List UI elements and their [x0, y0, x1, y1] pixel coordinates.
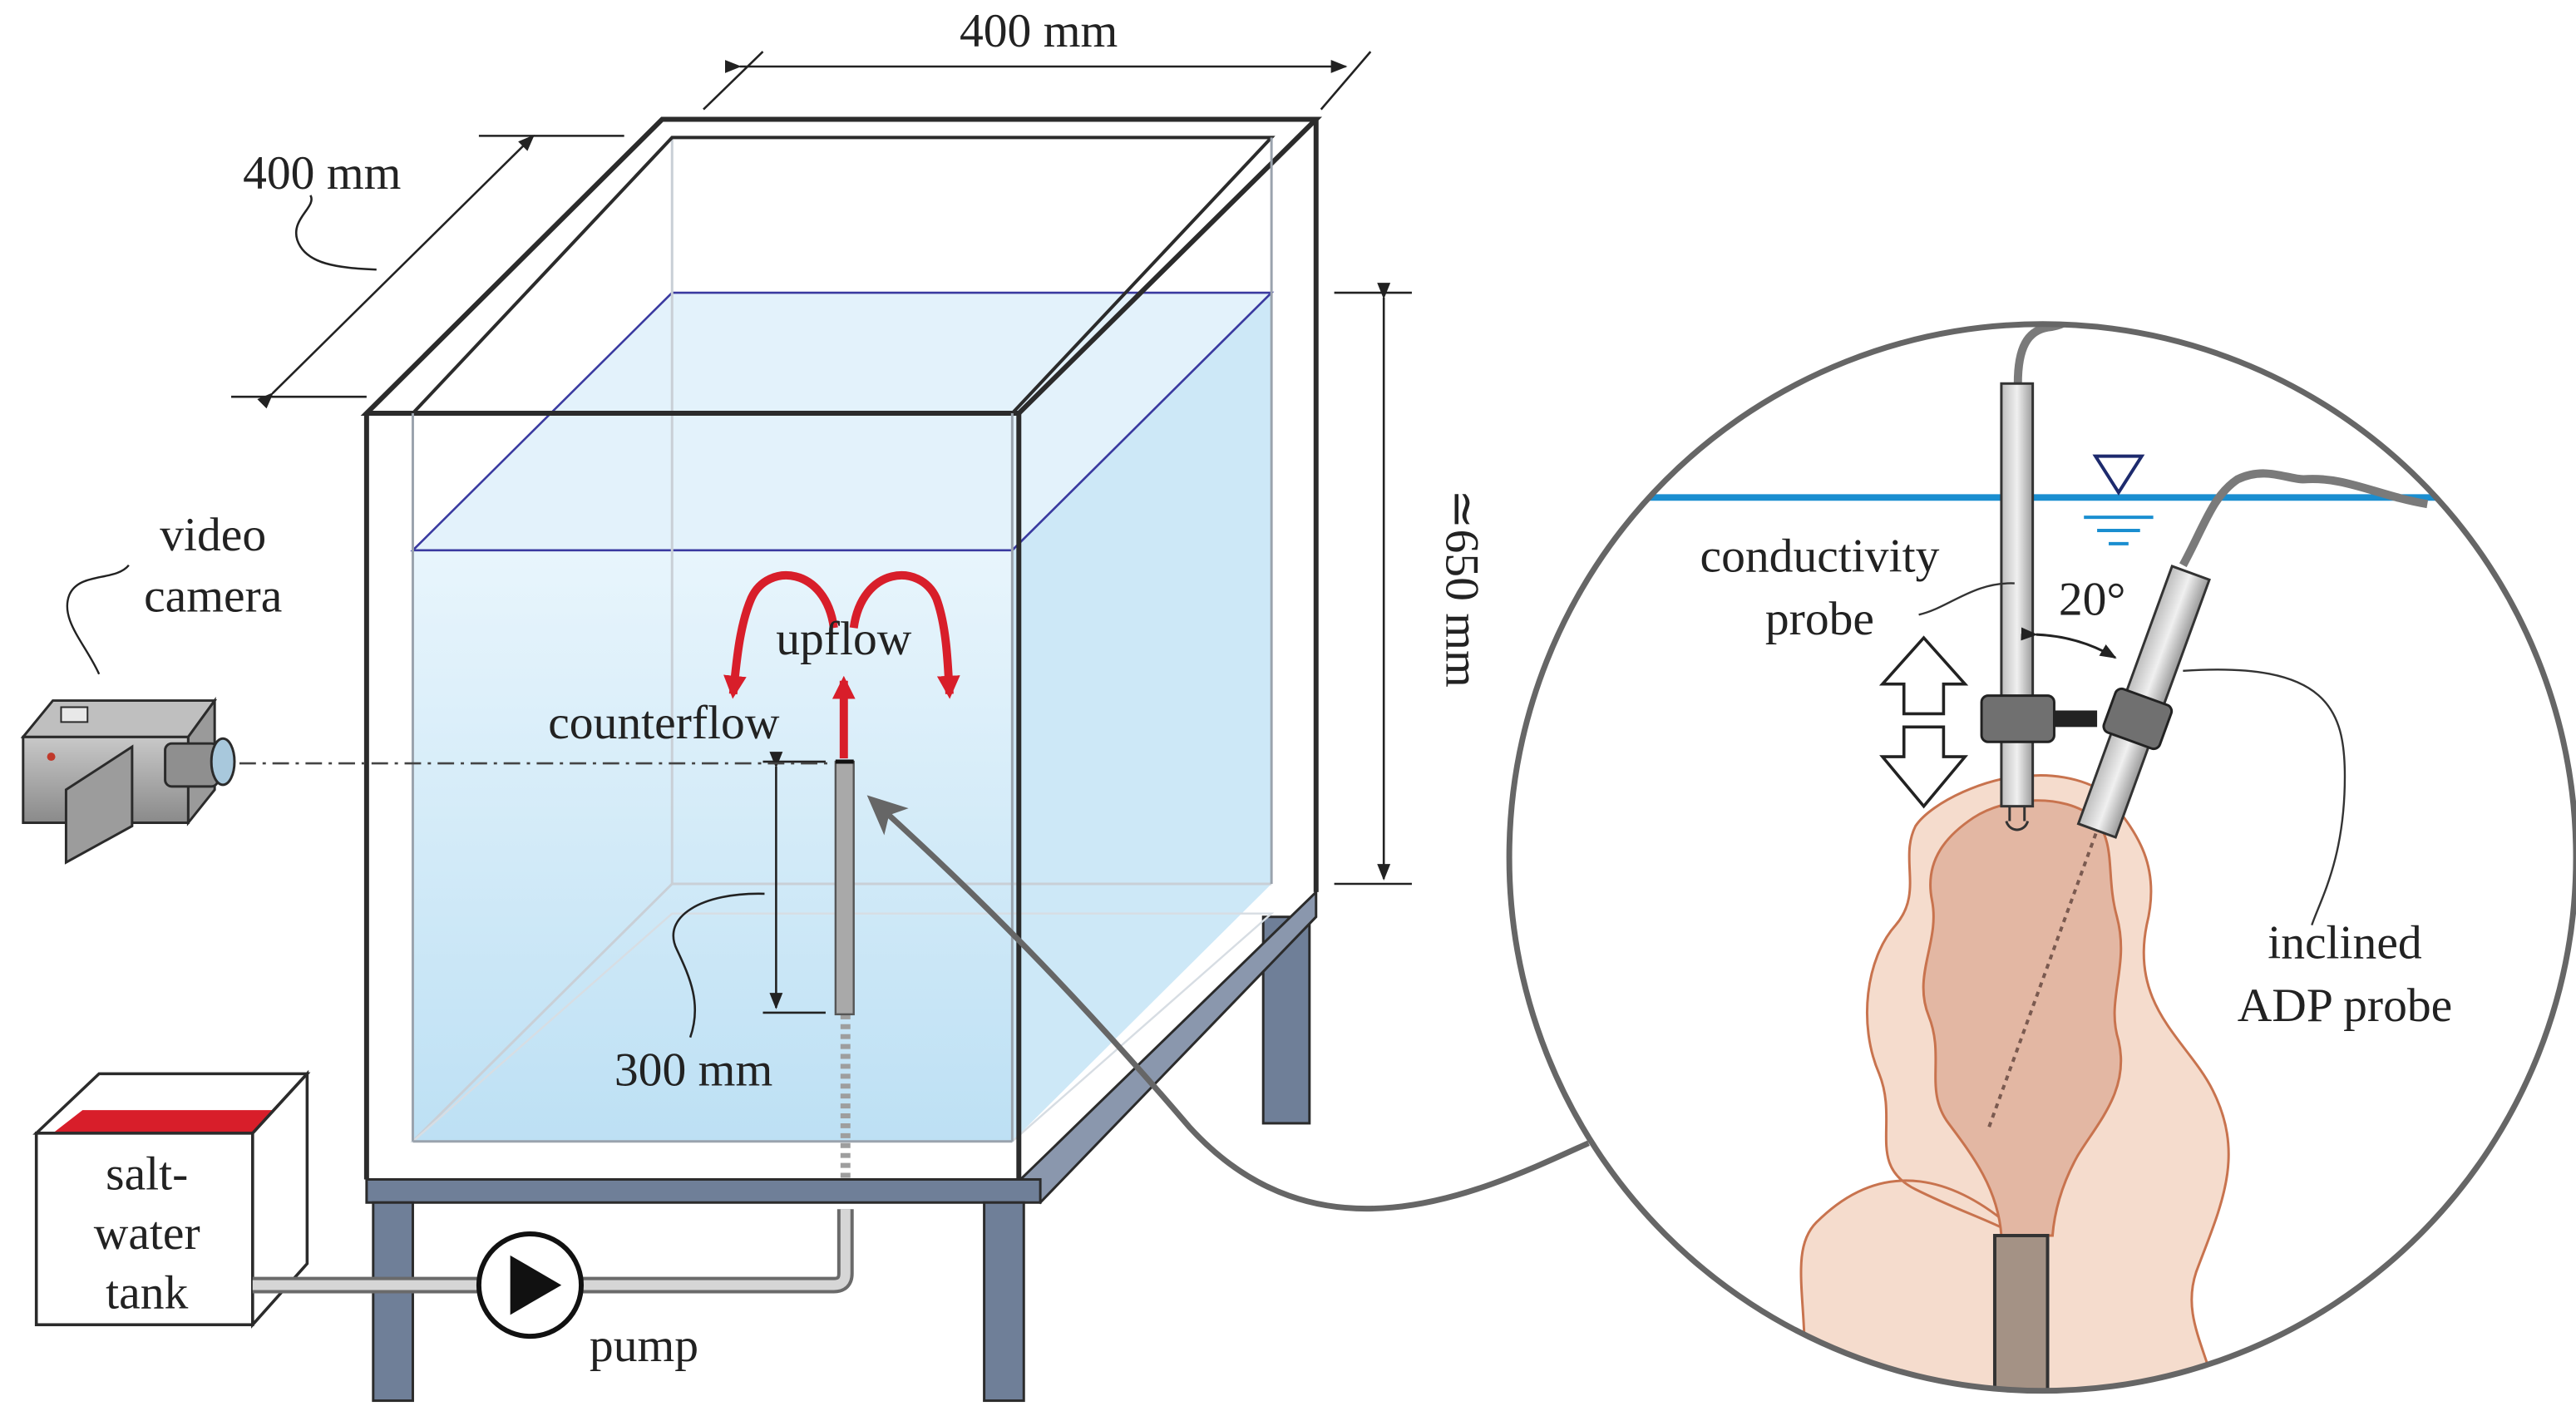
- dim-depth-arrow: [257, 134, 535, 409]
- adp-cable: [2179, 469, 2429, 568]
- water-side-face: [1012, 293, 1272, 1142]
- water-level-triangle-icon: [2084, 454, 2154, 545]
- counterflow-arrow-right: [849, 571, 960, 699]
- glass-tank: [360, 116, 1323, 1180]
- dim-nozzle-leader: [672, 892, 765, 1039]
- adp-clamp: [2102, 687, 2174, 751]
- conductivity-cable: [2013, 323, 2078, 384]
- label-angle: 20°: [2059, 573, 2126, 625]
- conductivity-probe-tip: [2005, 806, 2030, 831]
- label-counterflow: counterflow: [548, 697, 780, 749]
- pump-triangle: [510, 1255, 562, 1315]
- dim-depth-leader: [294, 195, 377, 271]
- dim-width-ext-right: [1320, 51, 1372, 111]
- double-arrow-icon: [1878, 635, 1969, 809]
- detail-circle-border: [1506, 321, 2576, 1394]
- angle-arc: [2021, 627, 2117, 659]
- label-tank: tank: [106, 1266, 188, 1319]
- camera-indicator: [47, 752, 56, 762]
- clamp-bar: [2047, 710, 2098, 728]
- label-adp-probe: ADP probe: [2238, 979, 2453, 1032]
- pump-icon: [476, 1231, 585, 1340]
- label-height: ≃650 mm: [1436, 489, 1488, 688]
- label-depth: 400 mm: [243, 147, 401, 200]
- label-salt: salt-: [106, 1147, 188, 1200]
- detail-view: [1506, 321, 2576, 1394]
- tank-back-bottom-edge: [412, 882, 674, 1142]
- conductivity-probe: [2000, 382, 2035, 831]
- labels: 400 mm 400 mm ≃650 mm video camera upflo…: [94, 5, 2452, 1372]
- camera-lens-glass: [210, 737, 236, 787]
- label-camera: camera: [144, 570, 282, 622]
- water-edge-side: [1011, 292, 1273, 551]
- flow-arrows: [723, 571, 960, 759]
- stand-base-front: [365, 1177, 1042, 1204]
- camera-handle: [64, 744, 134, 865]
- stand-leg-front-right: [983, 1201, 1025, 1403]
- traverse-arrow-up: [1878, 635, 1969, 716]
- dim-width-ext-left: [703, 51, 764, 111]
- adp-beam: [1986, 693, 2149, 1132]
- counterflow-arrow-left: [723, 571, 838, 699]
- label-probe: probe: [1765, 593, 1874, 645]
- adp-label-leader: [2183, 669, 2347, 926]
- camera-lens: [164, 742, 220, 788]
- feed-pipe-inner: [252, 1209, 851, 1290]
- camera-label-leader: [66, 564, 130, 675]
- label-conductivity: conductivity: [1700, 530, 1940, 583]
- salt-tank-brine: [52, 1110, 281, 1133]
- label-width: 400 mm: [960, 5, 1118, 57]
- adp-probe: [1986, 565, 2211, 1132]
- camera-top: [20, 699, 218, 738]
- label-pump: pump: [590, 1320, 698, 1372]
- label-water: water: [94, 1207, 200, 1260]
- nozzle-detail: [1992, 1234, 2050, 1391]
- water-level-triangle: [2092, 454, 2145, 496]
- salt-water-tank: [32, 1069, 311, 1329]
- label-nozzle-length: 300 mm: [614, 1043, 772, 1096]
- nozzle-riser: [834, 759, 855, 1180]
- label-video: video: [160, 509, 266, 561]
- conductivity-label-leader: [1918, 582, 2015, 616]
- dimension-lines: [231, 51, 1412, 1039]
- traverse-arrow-down: [1879, 725, 1969, 809]
- stand-leg-front-left: [372, 1201, 414, 1403]
- video-camera-icon: [20, 696, 236, 865]
- conductivity-clamp: [1980, 694, 2055, 743]
- label-inclined: inclined: [2268, 916, 2422, 969]
- label-upflow: upflow: [776, 613, 912, 665]
- tank-stand: [365, 889, 1318, 1403]
- salt-tank-side: [251, 1069, 309, 1329]
- nozzle-pipe: [834, 760, 855, 1016]
- camera-viewfinder: [60, 706, 89, 723]
- zoom-connector-arrow: [866, 795, 1590, 1211]
- salt-tank-front: [34, 1132, 254, 1327]
